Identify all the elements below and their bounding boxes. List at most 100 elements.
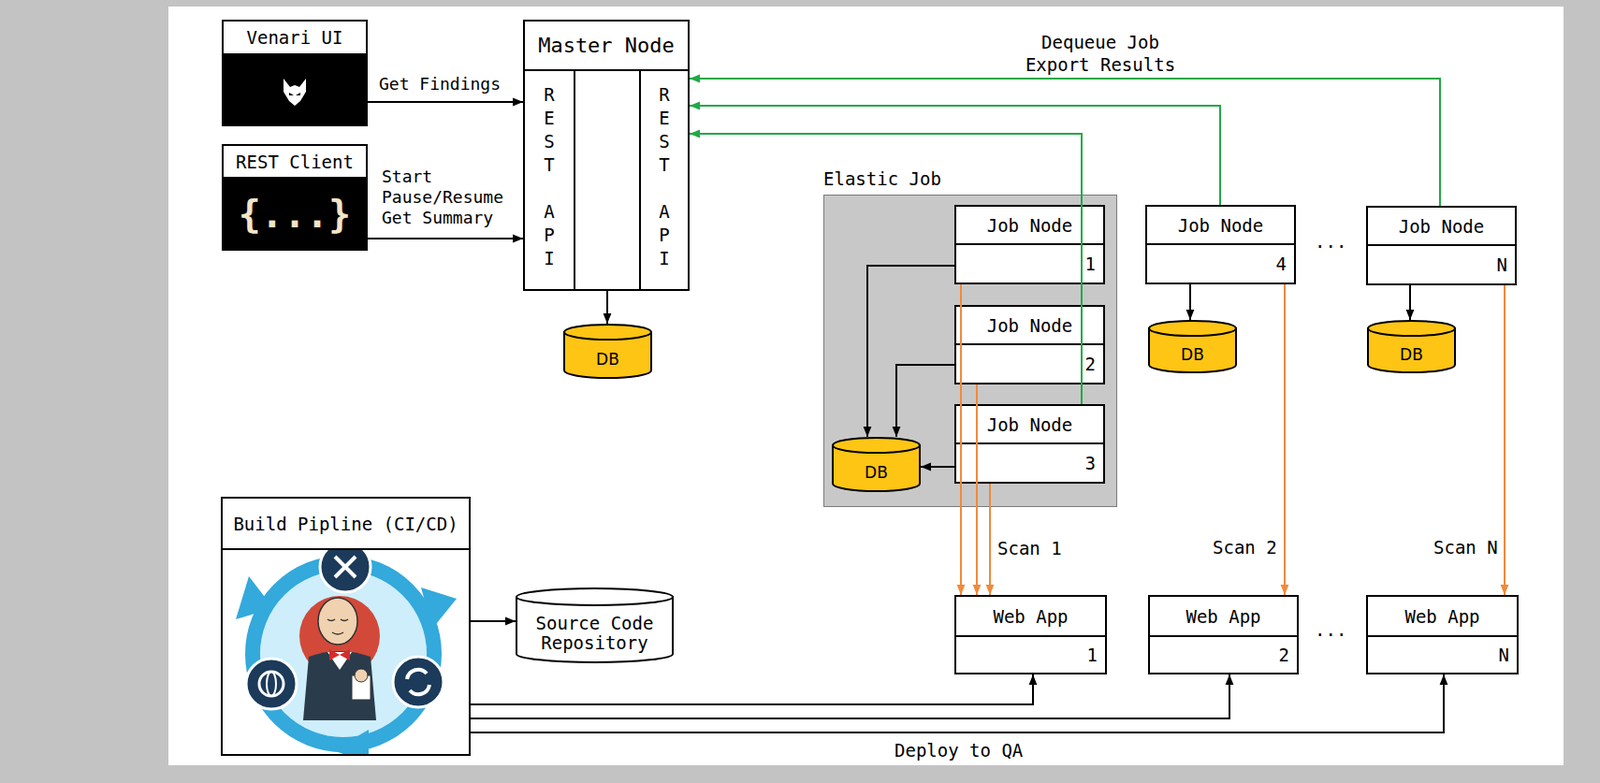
venari-logo-eye: [289, 92, 294, 96]
jenkins-illustration: [235, 550, 457, 755]
database-cylinder: DB: [831, 436, 921, 493]
edge-label: Scan N: [1433, 537, 1499, 558]
database-label: DB: [831, 451, 921, 493]
flow-arrow: [367, 101, 524, 103]
globe-icon: [259, 671, 284, 697]
group-heading: Elastic Job: [823, 168, 942, 190]
jenkins-napkin: [351, 675, 371, 700]
edge-label: Deploy to QA: [894, 740, 1023, 761]
venari-logo-eye: [295, 92, 301, 96]
ellipsis-label: ...: [1314, 619, 1347, 640]
sync-icon: [407, 669, 427, 680]
sync-badge: [392, 656, 444, 708]
node-number: N: [1367, 246, 1515, 284]
server-box: Master NodeREST API REST API: [523, 19, 690, 291]
database-label: DB: [563, 338, 653, 379]
flow-arrow: [1503, 285, 1506, 596]
cycle-ring: [252, 563, 435, 745]
node-number: 2: [1149, 637, 1297, 673]
jenkins-body: [303, 651, 377, 721]
cycle-arrowhead: [235, 576, 274, 620]
flow-arrow: [975, 384, 978, 596]
brace-logo: {...}: [238, 192, 351, 236]
node-title: Web App: [956, 596, 1106, 638]
jenkins-eye: [340, 619, 349, 622]
client-box: REST Client {...}: [221, 144, 368, 251]
sync-icon: [409, 684, 430, 695]
flow-arrow: [606, 290, 609, 324]
node-title: Venari UI: [223, 21, 366, 56]
api-label-wrap: REST API: [640, 84, 688, 272]
api-label: REST API: [538, 84, 560, 272]
node-number: 4: [1147, 245, 1295, 283]
flow-arrow: [470, 674, 1033, 705]
node-title: Job Node: [956, 206, 1104, 246]
node-title: Build Pipline (CI/CD): [222, 498, 469, 551]
flow-arrow: [689, 78, 1440, 206]
jenkins-bowtie: [329, 649, 350, 661]
api-label-wrap: REST API: [524, 84, 574, 272]
edge-label: Get Findings: [378, 73, 501, 94]
jenkins-eye: [327, 619, 335, 622]
cylinder-body: [516, 596, 673, 663]
node-number: 1: [956, 245, 1104, 283]
flow-arrow: [1189, 284, 1192, 320]
database-label: DB: [1148, 334, 1237, 374]
venari-logo: [283, 78, 306, 106]
repository-cylinder: Source Code Repository: [515, 587, 674, 664]
tool-badge: [320, 550, 371, 593]
node-number: 2: [956, 345, 1104, 383]
jenkins-badge: [299, 596, 380, 677]
flow-arrow: [920, 465, 955, 468]
jenkins-head: [318, 597, 358, 645]
flow-arrow: [470, 620, 516, 623]
node-number: 3: [956, 444, 1104, 482]
web-app-box: Web AppN: [1366, 595, 1519, 675]
cylinder-top: [1367, 320, 1455, 336]
api-column: REST API: [639, 69, 690, 291]
flow-arrow: [989, 483, 991, 596]
api-label: REST API: [654, 84, 675, 272]
repository-label: Source Code Repository: [515, 602, 674, 664]
jenkins-collar: [327, 652, 352, 670]
ellipsis-label: ...: [1314, 231, 1347, 252]
flow-arrow: [867, 265, 955, 437]
web-app-box: Web App1: [954, 595, 1107, 675]
edge-label: Scan 1: [997, 538, 1062, 559]
web-app-box: Web App2: [1148, 595, 1299, 675]
job-node-box: Job NodeN: [1366, 205, 1517, 286]
database-cylinder: DB: [1148, 320, 1237, 374]
tool-icon: [334, 556, 356, 578]
cycle-arrowhead: [333, 729, 369, 755]
jenkins-hand: [354, 669, 368, 683]
node-number: 1: [956, 637, 1106, 673]
job-node-box: Job Node1: [954, 204, 1106, 285]
globe-badge: [246, 658, 297, 710]
edge-label: Scan 2: [1212, 537, 1278, 558]
tool-icon: [334, 556, 356, 578]
database-cylinder: DB: [563, 323, 653, 379]
node-title: Master Node: [524, 21, 688, 72]
cylinder-top: [516, 588, 673, 606]
node-title: REST Client: [223, 145, 366, 179]
node-title: Web App: [1149, 596, 1297, 638]
globe-icon: [266, 671, 277, 697]
node-title: Job Node: [1367, 207, 1515, 247]
flow-arrow: [689, 105, 1221, 205]
edge-label: Start Pause/Resume Get Summary: [381, 166, 509, 229]
flow-arrow: [470, 674, 1444, 733]
flow-arrow: [689, 133, 1082, 405]
node-title: Job Node: [1147, 206, 1295, 246]
pipeline-box: Build Pipline (CI/CD): [220, 496, 471, 757]
flow-arrow: [1409, 285, 1411, 320]
flow-arrow: [896, 364, 955, 437]
logo-panel: [223, 55, 366, 125]
cylinder-top: [564, 324, 652, 340]
cylinder-top: [1149, 320, 1237, 336]
api-column: REST API: [523, 69, 576, 291]
node-title: Job Node: [956, 406, 1104, 445]
